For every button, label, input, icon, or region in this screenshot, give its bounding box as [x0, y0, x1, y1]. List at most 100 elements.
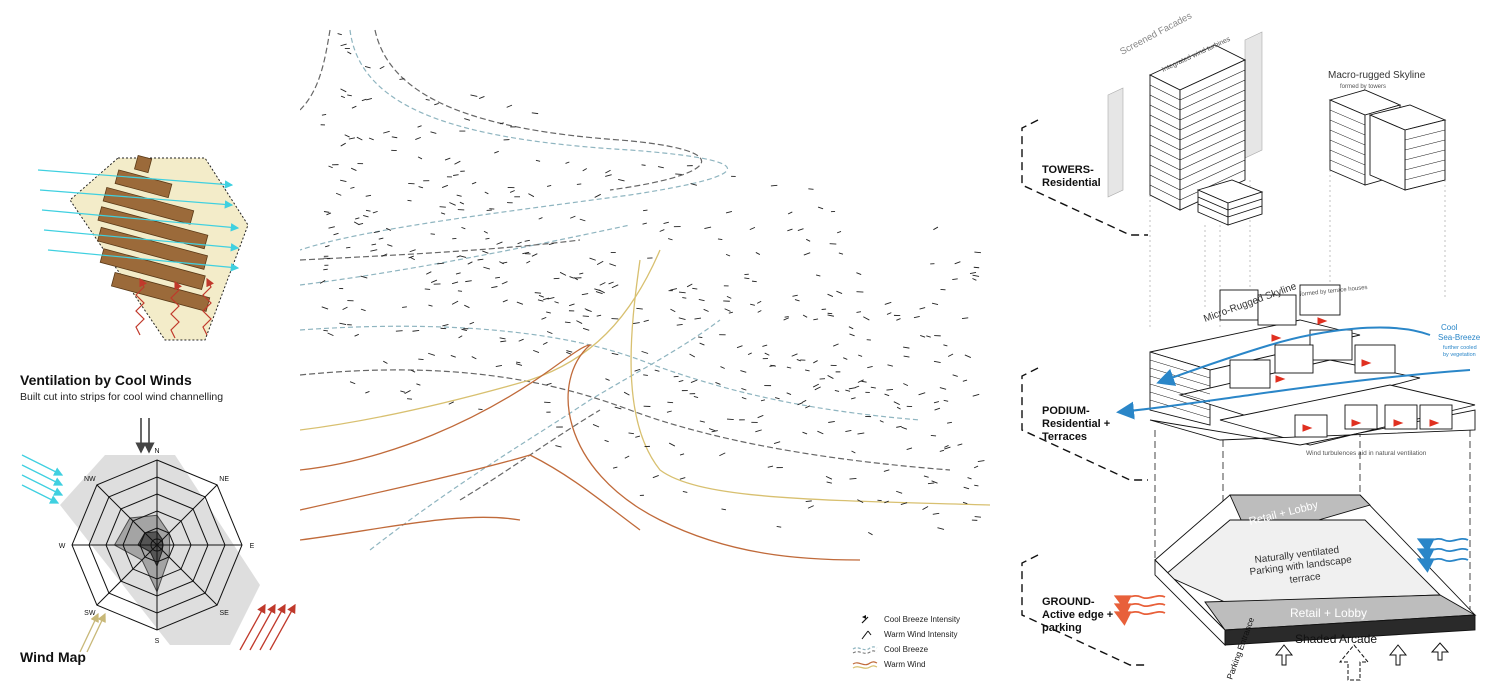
shaded-arcade-label: Shaded Arcade	[1295, 632, 1377, 646]
warm-wind-streamlines	[300, 250, 990, 560]
wind-tick	[496, 365, 502, 366]
wind-tick	[434, 103, 438, 104]
wind-tick	[926, 336, 930, 337]
wind-tick	[566, 162, 570, 163]
wind-tick	[933, 227, 938, 230]
wind-tick	[341, 143, 346, 146]
wind-tick	[792, 354, 798, 356]
wind-tick	[974, 252, 981, 253]
wind-tick	[975, 517, 981, 518]
wind-tick	[570, 277, 574, 279]
cool-breeze-streamlines	[300, 30, 950, 550]
wind-tick	[726, 211, 732, 212]
ventilation-subtitle: Built cut into strips for cool wind chan…	[20, 391, 223, 403]
wind-tick	[771, 185, 777, 186]
wind-tick	[642, 351, 649, 353]
wind-tick	[813, 319, 818, 320]
legend-label: Warm Wind	[884, 660, 925, 669]
wind-tick	[719, 453, 725, 456]
wind-tick	[352, 106, 356, 108]
wind-tick	[857, 433, 864, 434]
wind-tick	[387, 245, 392, 247]
wind-tick	[827, 482, 832, 483]
wind-tick	[683, 491, 687, 492]
wind-tick	[336, 193, 341, 195]
wind-tick	[410, 257, 414, 259]
wind-tick	[725, 309, 731, 312]
wind-tick	[806, 501, 812, 502]
wind-tick	[871, 387, 876, 388]
wind-tick	[426, 272, 431, 275]
wind-tick	[849, 388, 856, 389]
wind-tick	[845, 390, 850, 391]
wind-tick	[465, 281, 471, 282]
wind-tick	[948, 354, 953, 356]
wind-tick	[633, 323, 640, 324]
legend-item: Warm Wind	[852, 657, 1002, 672]
wind-tick	[667, 411, 672, 412]
wind-tick	[887, 365, 892, 366]
sw-arrows	[80, 614, 105, 652]
wind-tick	[963, 380, 967, 381]
wind-tick	[449, 202, 455, 205]
wind-tick	[440, 207, 446, 208]
wind-tick	[500, 341, 506, 342]
wind-tick	[653, 475, 659, 477]
wind-tick	[461, 227, 465, 228]
wind-tick	[972, 278, 976, 280]
wind-tick	[366, 195, 371, 196]
wind-tick	[442, 185, 448, 187]
wind-tick	[833, 344, 838, 346]
wind-tick	[355, 334, 359, 336]
wind-tick	[485, 238, 489, 239]
wind-tick	[677, 324, 683, 325]
wind-tick	[595, 194, 601, 197]
wind-tick	[727, 296, 731, 298]
ground-cool-arrows	[1420, 539, 1468, 561]
wind-tick	[343, 307, 348, 309]
wind-tick	[400, 391, 405, 392]
wind-tick	[729, 312, 733, 313]
wind-tick	[593, 424, 599, 427]
wind-tick	[643, 210, 647, 211]
wind-tick	[903, 347, 909, 348]
wind-tick	[880, 421, 884, 423]
wind-tick	[849, 478, 856, 479]
wind-tick	[699, 299, 705, 300]
wind-tick	[804, 253, 810, 255]
wind-tick	[462, 329, 467, 330]
wind-tick	[806, 239, 810, 241]
wind-tick	[456, 273, 461, 274]
wind-tick	[341, 96, 345, 97]
legend-label: Cool Breeze	[884, 645, 928, 654]
wind-tick	[797, 359, 801, 360]
wind-tick	[464, 305, 469, 308]
wind-tick	[516, 362, 520, 363]
wind-tick	[849, 334, 854, 336]
wind-tick	[965, 355, 971, 358]
wind-tick	[691, 380, 697, 382]
legend-item: Warm Wind Intensity	[852, 627, 1002, 642]
cool-breeze-intensity-icon	[852, 614, 878, 626]
sea-breeze-label: Sea-Breeze	[1438, 333, 1481, 342]
wind-tick	[856, 273, 861, 275]
wind-tick	[897, 407, 901, 409]
wind-tick	[532, 254, 537, 257]
wind-tick	[347, 52, 351, 54]
wind-tick	[952, 279, 957, 280]
wind-tick	[798, 229, 804, 231]
wind-flow-map	[300, 0, 1000, 686]
wind-tick	[624, 392, 629, 395]
wind-tick	[907, 448, 912, 450]
wind-tick	[802, 432, 807, 434]
wind-direction-label: NE	[219, 476, 229, 483]
wind-tick	[478, 259, 484, 260]
wind-tick	[470, 322, 474, 324]
wind-tick	[525, 240, 530, 241]
wind-tick	[674, 376, 679, 377]
wind-tick	[670, 289, 677, 290]
wind-tick	[322, 114, 326, 115]
wind-tick	[452, 282, 458, 284]
wind-tick	[787, 367, 791, 368]
wind-tick	[358, 223, 363, 224]
